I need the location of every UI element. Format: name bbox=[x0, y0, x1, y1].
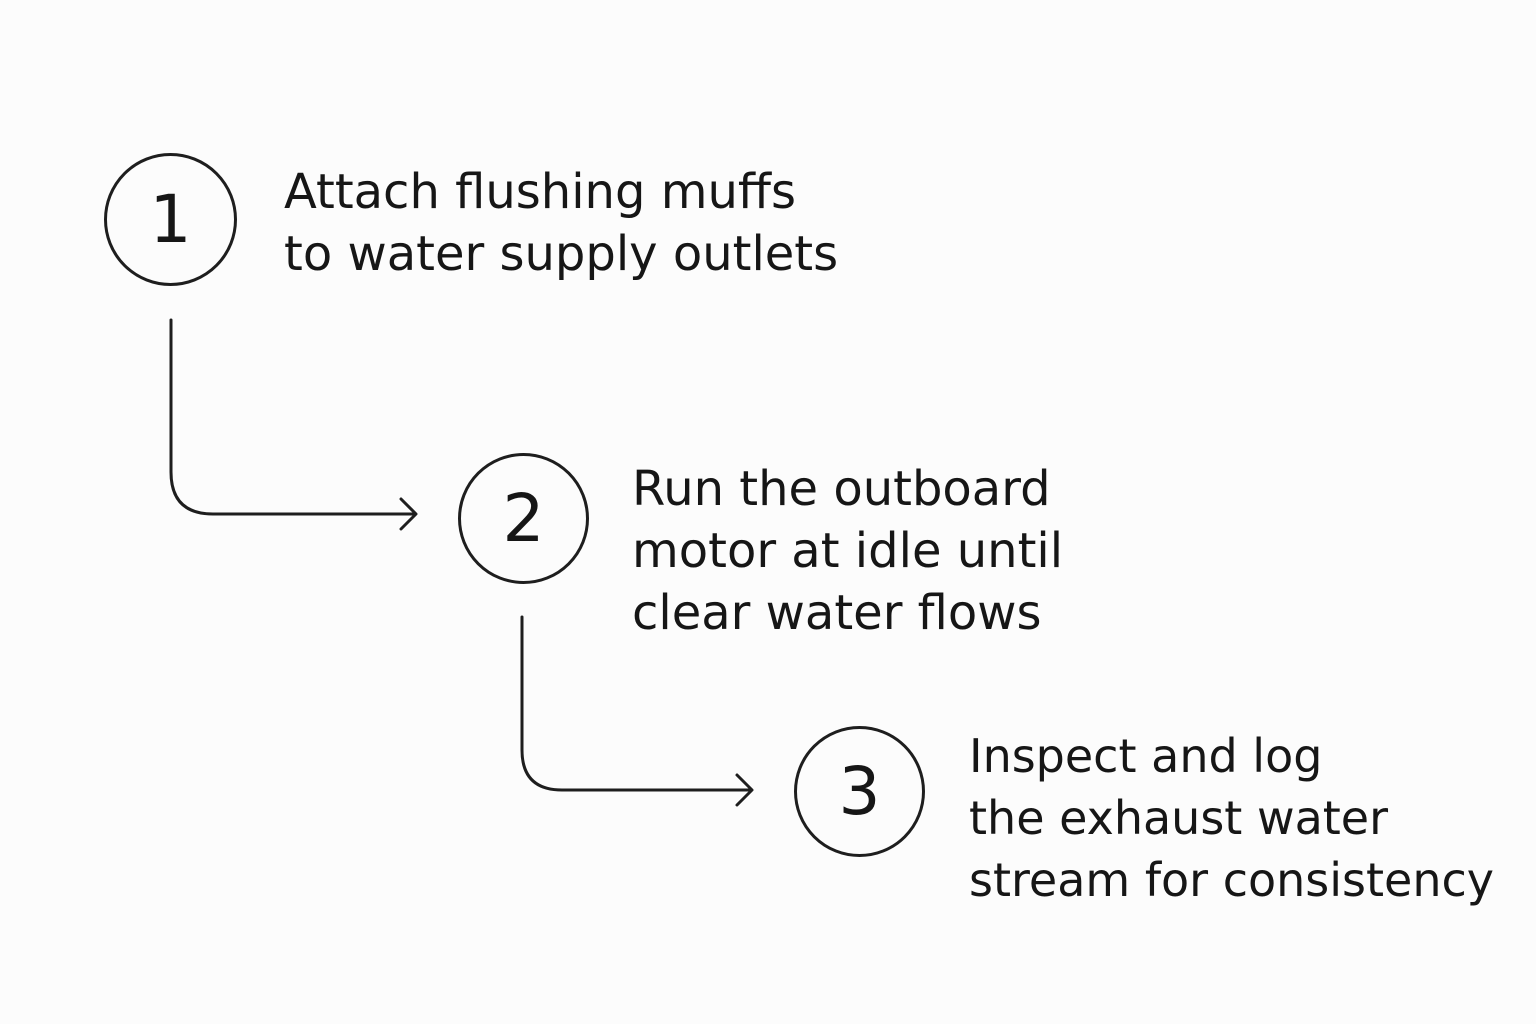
step-3-line-3: stream for consistency bbox=[969, 853, 1495, 907]
step-2-number: 2 bbox=[502, 479, 545, 557]
step-3-line-2: the exhaust water bbox=[969, 791, 1389, 845]
step-2-circle: 2 bbox=[458, 453, 589, 584]
step-1-line-2: to water supply outlets bbox=[284, 226, 839, 282]
step-2-text: Run the outboard motor at idle until cle… bbox=[632, 458, 1063, 644]
step-3-text: Inspect and log the exhaust water stream… bbox=[969, 725, 1494, 911]
step-1-line-1: Attach flushing muffs bbox=[284, 164, 796, 220]
arrow-right-icon bbox=[399, 497, 418, 531]
arrow-right-icon bbox=[735, 773, 754, 807]
step-2-line-2: motor at idle until bbox=[632, 523, 1064, 579]
connector-2-to-3 bbox=[520, 615, 752, 792]
step-1-circle: 1 bbox=[104, 153, 237, 286]
step-2-line-1: Run the outboard bbox=[632, 461, 1051, 517]
step-3-number: 3 bbox=[838, 752, 881, 830]
step-2-line-3: clear water flows bbox=[632, 585, 1042, 641]
step-1-number: 1 bbox=[149, 180, 192, 258]
step-1-text: Attach flushing muffs to water supply ou… bbox=[284, 161, 838, 285]
step-3-circle: 3 bbox=[794, 726, 925, 857]
step-3-line-1: Inspect and log bbox=[969, 729, 1323, 783]
connector-1-to-2 bbox=[169, 318, 416, 516]
